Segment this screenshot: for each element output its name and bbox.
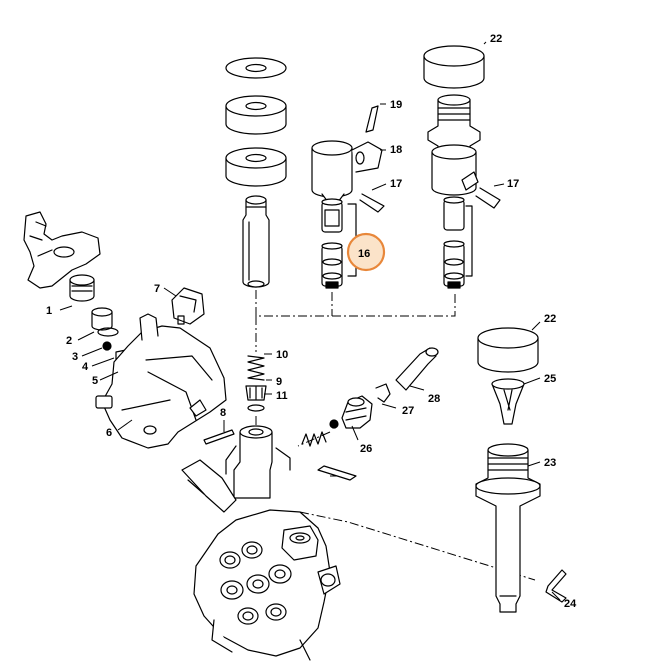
callout-24[interactable]: 24 [564, 598, 577, 610]
pressure-regulator-parts [475, 327, 567, 613]
pump-manifold [181, 425, 341, 661]
callout-5[interactable]: 5 [92, 375, 98, 387]
highlight-ring-16 [346, 232, 386, 272]
callout-17-right[interactable]: 17 [507, 178, 519, 190]
callout-27[interactable]: 27 [402, 405, 414, 417]
callout-1[interactable]: 1 [46, 305, 52, 317]
outlet-fittings [301, 347, 439, 481]
callout-16[interactable]: 16 [358, 248, 370, 260]
callout-11[interactable]: 11 [276, 390, 288, 402]
assembly-lines [255, 290, 536, 581]
callout-23[interactable]: 23 [544, 457, 556, 469]
callout-3[interactable]: 3 [72, 351, 78, 363]
callout-22-right[interactable]: 22 [544, 313, 556, 325]
drive-assembly-left [23, 211, 227, 449]
callout-4[interactable]: 4 [82, 361, 89, 373]
callout-28[interactable]: 28 [428, 393, 440, 405]
callout-17-middle[interactable]: 17 [390, 178, 402, 190]
leader-lines [59, 41, 561, 601]
callout-22-top[interactable]: 22 [490, 33, 502, 45]
callout-26[interactable]: 26 [360, 443, 372, 455]
inlet-valve-parts [203, 355, 267, 445]
callout-18[interactable]: 18 [390, 144, 402, 156]
callout-2[interactable]: 2 [66, 335, 72, 347]
seal-stack-center [225, 57, 287, 288]
callouts: 16 1 2 3 4 5 6 7 8 9 10 11 17 17 18 19 2… [46, 33, 577, 610]
valve-assembly-right [423, 45, 501, 289]
valve-assembly-middle [311, 105, 385, 289]
callout-6[interactable]: 6 [106, 427, 112, 439]
callout-19[interactable]: 19 [390, 99, 402, 111]
callout-25[interactable]: 25 [544, 373, 556, 385]
callout-8[interactable]: 8 [220, 407, 226, 419]
callout-9[interactable]: 9 [276, 376, 282, 388]
callout-7[interactable]: 7 [154, 283, 160, 295]
callout-10[interactable]: 10 [276, 349, 288, 361]
